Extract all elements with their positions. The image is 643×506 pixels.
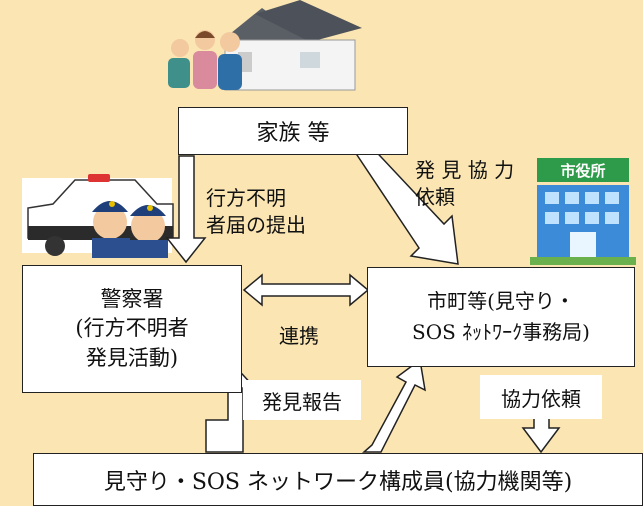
family-label: 家族 等 bbox=[256, 121, 330, 146]
cooperation-request-label: 協力依頼 bbox=[480, 375, 602, 419]
city-label-line1: 市町等(見守り・ bbox=[427, 289, 575, 313]
arrow-network-to-city bbox=[362, 358, 426, 453]
family-node: 家族 等 bbox=[178, 107, 408, 155]
network-label: 見守り・SOS ネットワーク構成員(協力機関等) bbox=[103, 469, 573, 495]
arrow-police-city-bidirectional bbox=[242, 273, 370, 307]
police-officers-car-illustration bbox=[22, 174, 174, 258]
network-node: 見守り・SOS ネットワーク構成員(協力機関等) bbox=[33, 453, 643, 506]
city-label-line2: SOS ﾈｯﾄﾜｰｸ事務局) bbox=[412, 320, 590, 344]
city-hall-building-illustration bbox=[530, 158, 636, 265]
discovery-report-label: 発見報告 bbox=[243, 380, 361, 420]
police-node: 警察署 (行方不明者 発見活動) bbox=[22, 265, 242, 393]
police-label-line2: (行方不明者 bbox=[75, 316, 189, 341]
discovery-request-label: 発 見 協 力 依頼 bbox=[415, 158, 515, 209]
arrow-family-to-police bbox=[165, 155, 207, 264]
family-house-illustration bbox=[168, 0, 362, 91]
police-label-line1: 警察署 bbox=[100, 286, 164, 311]
report-filing-label: 行方不明 者届の提出 bbox=[206, 186, 306, 237]
police-label-line3: 発見活動) bbox=[85, 345, 179, 370]
cooperation-label: 連携 bbox=[279, 324, 319, 348]
city-hall-sign: 市役所 bbox=[560, 162, 605, 180]
city-node: 市町等(見守り・ SOS ﾈｯﾄﾜｰｸ事務局) bbox=[367, 267, 635, 367]
